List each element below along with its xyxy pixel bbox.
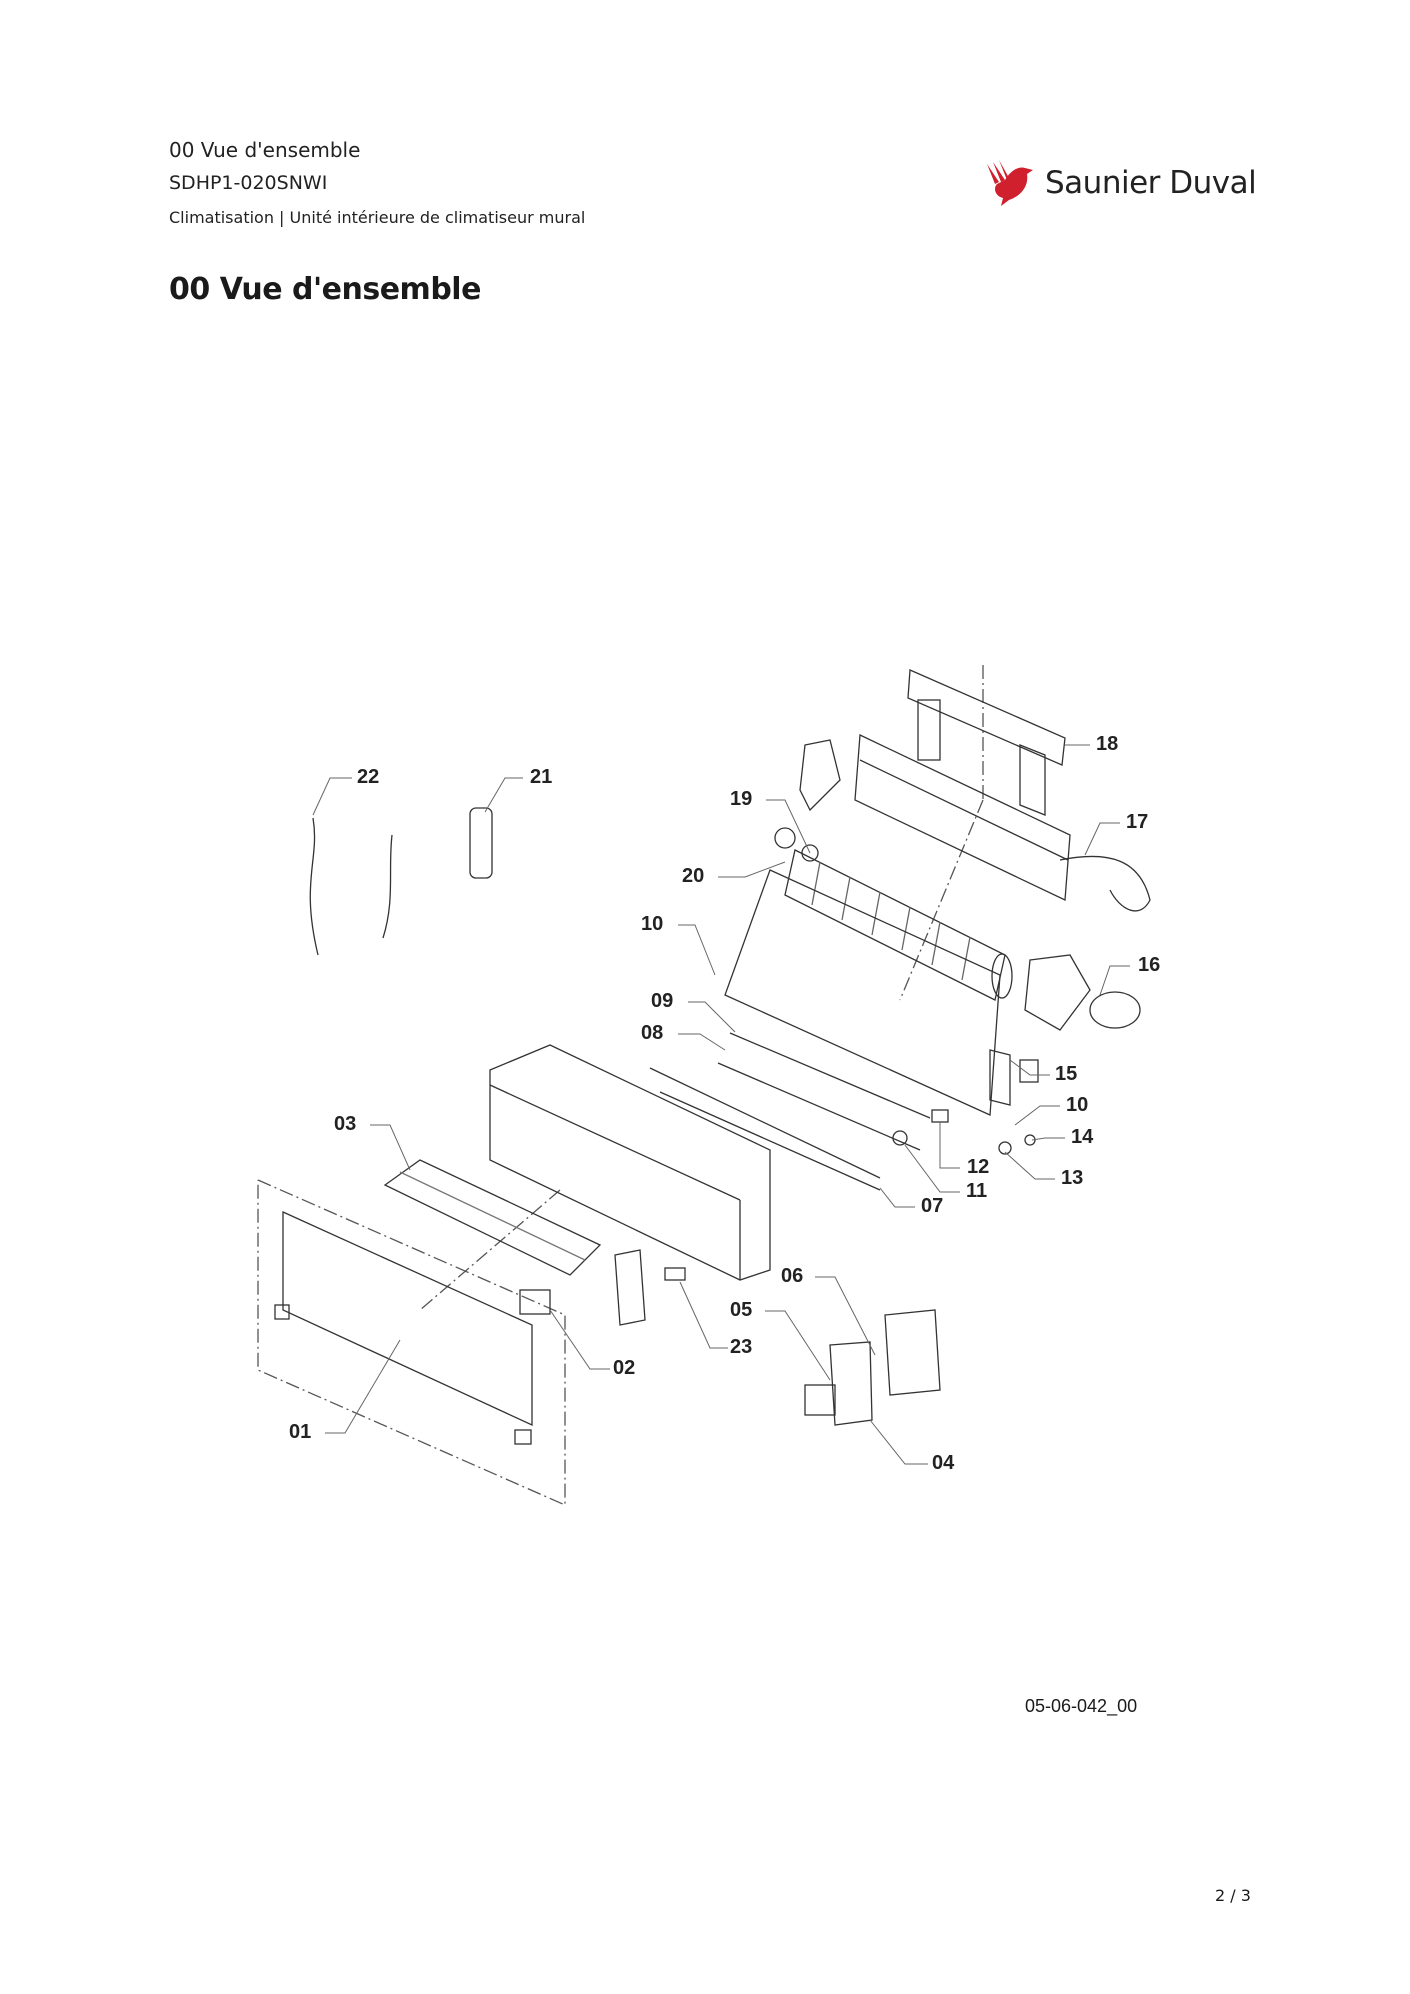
part-cover — [614, 1249, 646, 1326]
part-22-sensor-wire — [309, 817, 319, 956]
callout-03: 03 — [334, 1113, 357, 1135]
part-bracket — [799, 739, 841, 812]
section-header: 00 Vue d'ensemble — [169, 138, 361, 162]
callout-10: 10 — [641, 913, 664, 935]
model-number: SDHP1-020SNWI — [169, 172, 328, 194]
callout-21: 21 — [530, 766, 553, 788]
part-21-remote — [469, 807, 493, 879]
callout-05: 05 — [730, 1299, 753, 1321]
callout-04: 04 — [932, 1452, 955, 1474]
callout-19: 19 — [730, 788, 753, 810]
part-22-wire — [382, 834, 393, 939]
callout-14: 14 — [1071, 1126, 1094, 1148]
callout-11: 11 — [966, 1180, 988, 1202]
callout-15: 15 — [1055, 1063, 1078, 1085]
part-01-front-panel — [274, 1210, 533, 1445]
callout-20: 20 — [682, 865, 705, 887]
callout-02: 02 — [613, 1357, 636, 1379]
part-15-chassis — [724, 869, 1039, 1116]
callout-17: 17 — [1126, 811, 1149, 833]
callout-06: 06 — [781, 1265, 804, 1287]
part-03-filter — [383, 1159, 602, 1276]
brand-logo: Saunier Duval — [985, 160, 1257, 206]
brand-name: Saunier Duval — [1045, 165, 1257, 201]
callout-18: 18 — [1096, 733, 1119, 755]
cabinet — [489, 1044, 771, 1281]
axis-lines — [257, 665, 984, 1506]
callout-13: 13 — [1061, 1167, 1084, 1189]
part-20-bearing — [801, 844, 819, 862]
bird-logo-icon — [987, 160, 1033, 206]
page-title: 00 Vue d'ensemble — [169, 272, 481, 307]
part-17-evaporator — [854, 734, 1151, 912]
callout-23: 23 — [730, 1336, 753, 1358]
part-07-08-louvers — [649, 1032, 931, 1191]
part-12-stepper — [931, 1109, 949, 1123]
part-13-sensor — [998, 1141, 1012, 1155]
product-category: Climatisation | Unité intérieure de clim… — [169, 208, 586, 227]
part-11-crank — [892, 1130, 908, 1146]
part-16-motor — [1024, 954, 1141, 1031]
callout-09: 09 — [651, 990, 674, 1012]
part-02-display — [519, 1289, 551, 1315]
part-18-mounting-plate — [907, 669, 1066, 816]
callout-10b: 10 — [1066, 1094, 1089, 1116]
part-19-fan — [784, 849, 1013, 1001]
part-23-connector — [664, 1267, 686, 1281]
part-20-holder — [774, 827, 796, 849]
page-number: 2 / 3 — [1215, 1886, 1251, 1905]
callout-22: 22 — [357, 766, 380, 788]
callout-07: 07 — [921, 1195, 944, 1217]
callout-12: 12 — [967, 1156, 990, 1178]
callout-16: 16 — [1138, 954, 1161, 976]
callout-08: 08 — [641, 1022, 664, 1044]
callout-01: 01 — [289, 1421, 312, 1443]
leader-lines — [312, 744, 1130, 1465]
part-04-05-06-electric-box — [804, 1309, 941, 1426]
drawing-code: 05-06-042_00 — [1025, 1696, 1138, 1716]
